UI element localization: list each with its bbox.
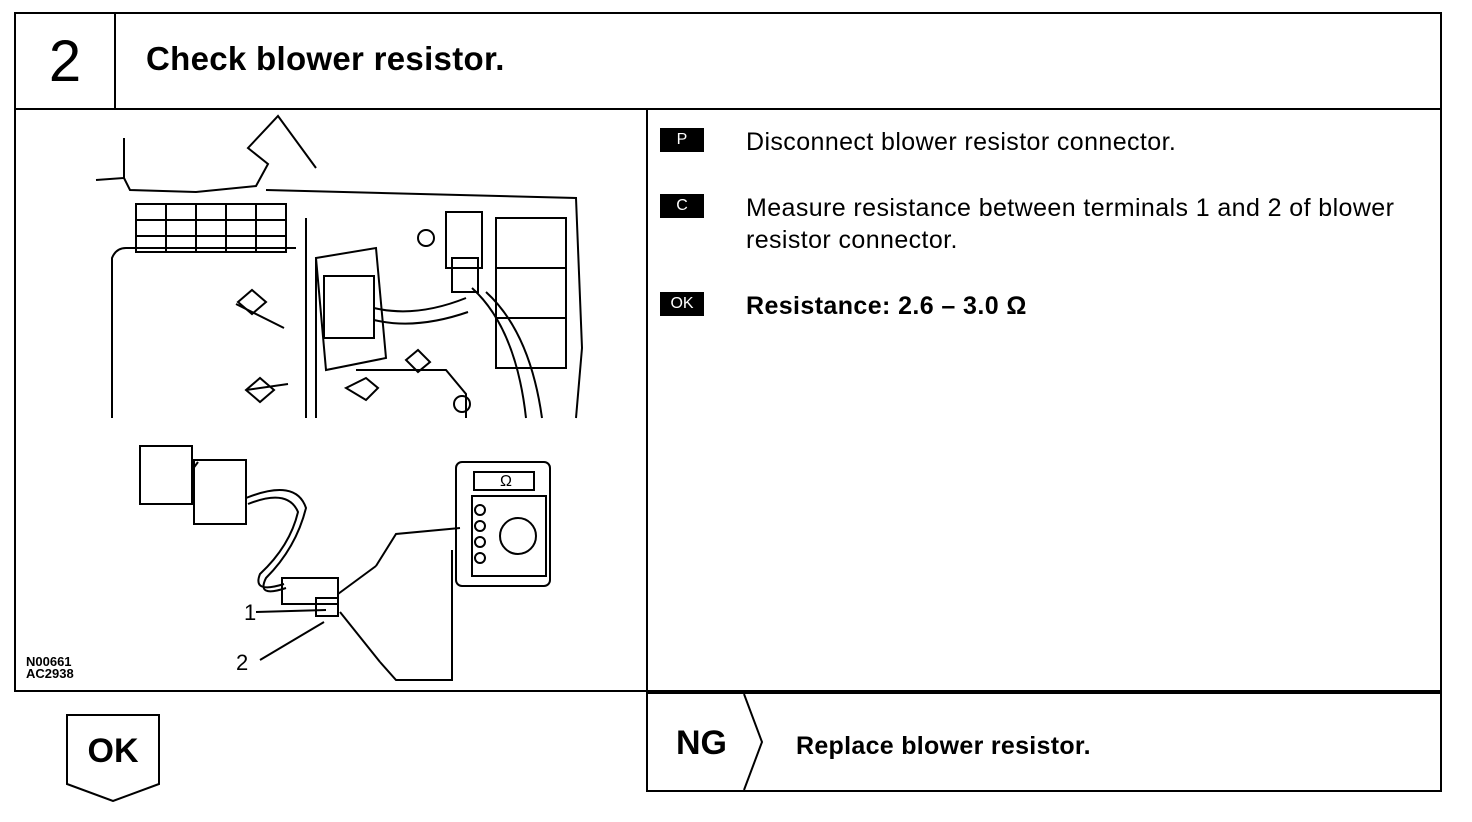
ng-chevron-icon: [743, 694, 764, 790]
meter-ohm-symbol: Ω: [500, 473, 512, 490]
ng-action: Replace blower resistor.: [796, 732, 1091, 760]
instruction-prepare: P Disconnect blower resistor connector.: [660, 126, 1176, 156]
figure-codes: N00661 AC2938: [26, 654, 74, 681]
badge-c: C: [660, 194, 704, 218]
blower-resistor-diagram: Ω 1 2: [95, 114, 584, 681]
step-number: 2: [16, 14, 116, 108]
badge-p: P: [660, 128, 704, 152]
figure-code-1: N00661: [26, 654, 72, 669]
resistance-spec: Resistance: 2.6 – 3.0 Ω: [746, 292, 1027, 320]
instructions-panel: P Disconnect blower resistor connector. …: [648, 108, 1440, 690]
instruction-text: Measure resistance between terminals 1 a…: [746, 194, 1395, 254]
instruction-ok-spec: OK Resistance: 2.6 – 3.0 Ω: [660, 290, 1026, 320]
terminal-2-callout: 2: [236, 650, 248, 675]
ok-result: OK: [66, 714, 160, 802]
instruction-check: C Measure resistance between terminals 1…: [660, 192, 1394, 254]
step-header: 2 Check blower resistor.: [16, 14, 1440, 110]
instruction-text: Disconnect blower resistor connector.: [746, 128, 1177, 156]
step-title: Check blower resistor.: [146, 40, 505, 77]
ng-result: NG Replace blower resistor.: [646, 692, 1442, 792]
terminal-1-callout: 1: [244, 600, 256, 625]
ng-label: NG: [676, 724, 727, 762]
figure-code-2: AC2938: [26, 666, 74, 681]
ok-label: OK: [87, 732, 139, 770]
ok-arrow-icon: [66, 714, 160, 802]
illustration-panel: Ω 1 2 N00661 AC2938: [16, 108, 648, 690]
badge-ok: OK: [660, 292, 704, 316]
step-frame: 2 Check blower resistor.: [14, 12, 1442, 692]
